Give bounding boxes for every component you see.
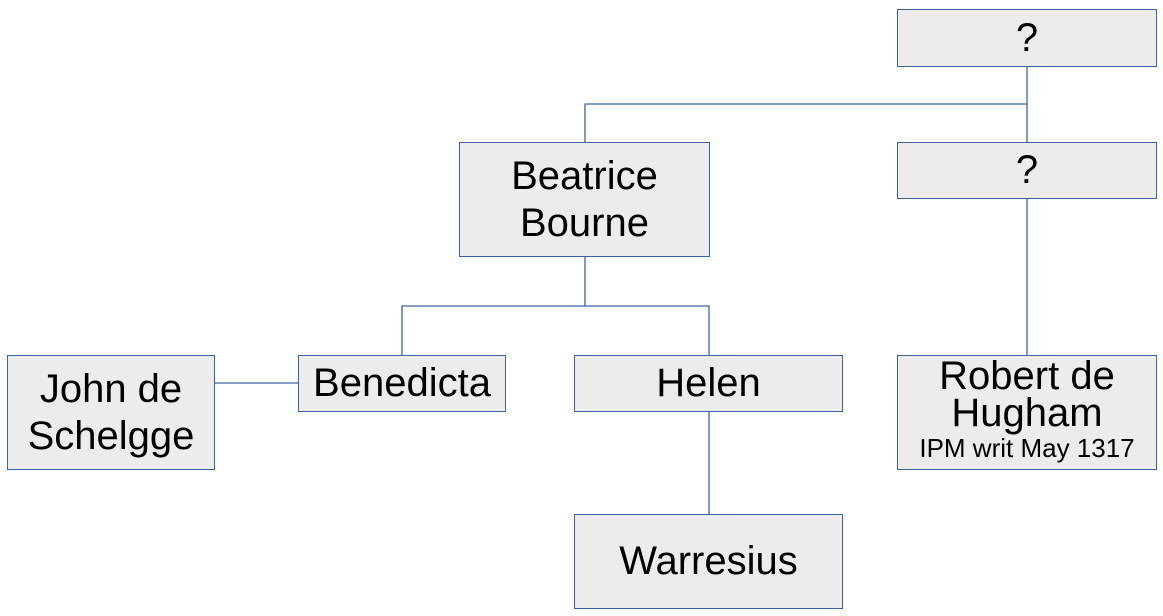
- node-unknown-ancestor-mid: ?: [897, 142, 1157, 199]
- node-beatrice-bourne: Beatrice Bourne: [459, 142, 710, 257]
- node-robert-de-hugham: Robert de Hugham IPM writ May 1317: [897, 355, 1157, 470]
- connector-beatrice-to-helen: [585, 305, 710, 355]
- connector-top-to-beatrice: [584, 67, 1028, 142]
- node-name: Warresius: [619, 539, 798, 583]
- node-note: IPM writ May 1317: [919, 433, 1135, 463]
- node-name: Robert de Hugham: [939, 354, 1115, 435]
- node-unknown-ancestor-top: ?: [897, 9, 1157, 67]
- node-name: ?: [1015, 148, 1039, 192]
- node-name: ?: [1015, 15, 1039, 60]
- node-warresius: Warresius: [574, 514, 843, 609]
- connector-beatrice-to-benedicta: [401, 305, 585, 355]
- node-name: John de Schelgge: [27, 366, 195, 458]
- node-john-de-schelgge: John de Schelgge: [7, 355, 215, 470]
- node-benedicta: Benedicta: [298, 355, 506, 412]
- node-name: Benedicta: [313, 361, 491, 405]
- node-name: Helen: [656, 361, 761, 405]
- node-helen: Helen: [574, 355, 843, 412]
- node-name: Beatrice Bourne: [511, 153, 658, 245]
